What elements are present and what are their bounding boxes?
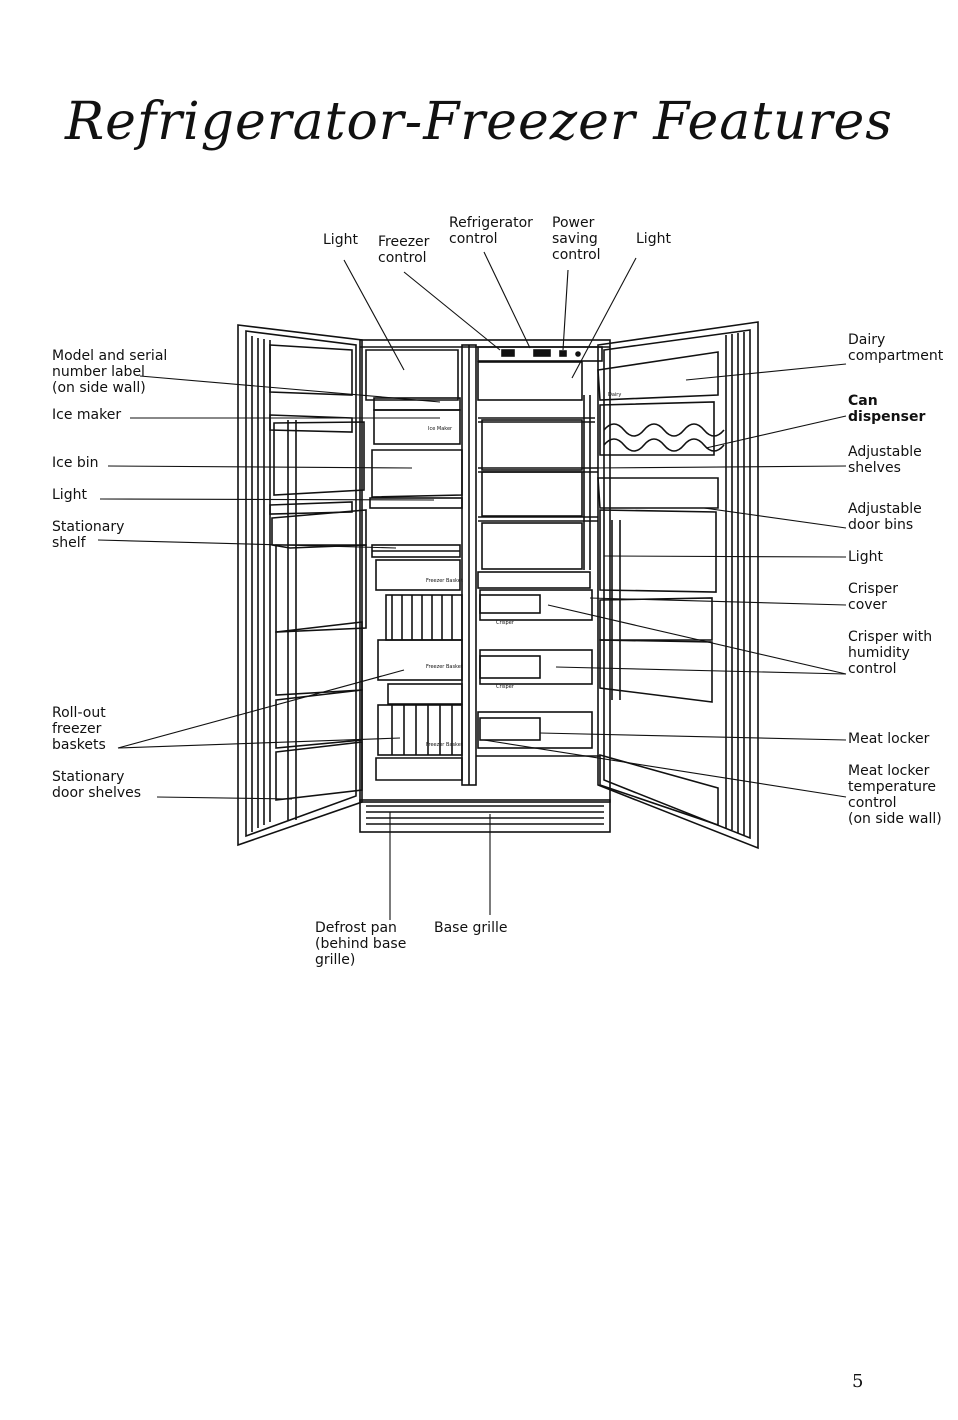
ice-maker-tag: Ice Maker (428, 426, 453, 432)
page-title: Refrigerator-Freezer Features (65, 92, 893, 152)
page-number: 5 (852, 1371, 864, 1392)
label-adjustable-door-bins: Adjustable door bins (848, 501, 922, 533)
label-defrost-pan: Defrost pan (behind base grille) (315, 920, 407, 968)
crisper-tag-upper: Crisper (496, 620, 515, 626)
label-crisper-humidity: Crisper with humidity control (848, 629, 933, 677)
label-dairy-compartment: Dairy compartment (848, 332, 944, 364)
label-meat-locker-temp: Meat locker temperature control (on side… (848, 763, 942, 827)
leader-lines (97, 251, 847, 920)
label-base-grille: Base grille (434, 920, 508, 936)
label-light-top-right: Light (636, 231, 671, 247)
freezer-basket-tag-1: Freezer Basket (426, 578, 463, 584)
label-rollout-baskets: Roll-out freezer baskets (52, 705, 106, 753)
label-crisper-cover: Crisper cover (848, 581, 898, 613)
label-can-dispenser: Can dispenser (848, 393, 926, 425)
label-adjustable-shelves: Adjustable shelves (848, 444, 922, 476)
freezer-basket-tag-2: Freezer Basket (426, 664, 463, 670)
label-meat-locker: Meat locker (848, 731, 930, 747)
label-refrigerator-control: Refrigerator control (449, 215, 533, 247)
label-light-left: Light (52, 487, 87, 503)
freezer-interior (365, 349, 463, 781)
label-power-saving-control: Power saving control (552, 215, 601, 263)
dairy-tag: Dairy (608, 392, 621, 398)
cabinet (359, 339, 611, 803)
refrigerator-interior (476, 361, 600, 757)
label-stationary-door-shelves: Stationary door shelves (52, 769, 142, 801)
label-model-serial: Model and serial number label (on side w… (52, 348, 168, 396)
label-freezer-control: Freezer control (378, 234, 430, 266)
label-light-right: Light (848, 549, 883, 565)
crisper-tag-lower: Crisper (496, 684, 515, 690)
label-ice-bin: Ice bin (52, 455, 99, 471)
base-grille (359, 799, 611, 833)
freezer-basket-tag-3: Freezer Basket (426, 742, 463, 748)
label-ice-maker: Ice maker (52, 407, 122, 423)
label-light-top-left: Light (323, 232, 358, 248)
refrigerator-door (597, 321, 759, 850)
label-stationary-shelf: Stationary shelf (52, 519, 125, 551)
freezer-door (237, 324, 367, 847)
